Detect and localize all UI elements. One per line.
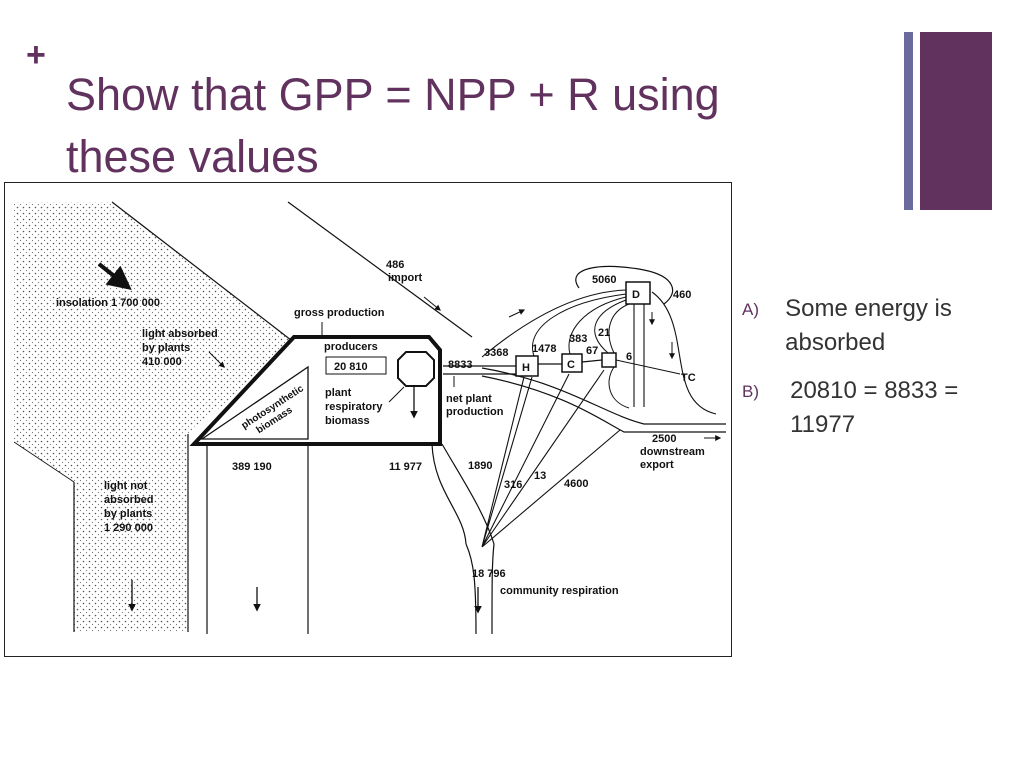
answer-a-letter: A)	[742, 300, 759, 319]
answer-b-letter: B)	[742, 382, 759, 401]
svg-text:community respiration: community respiration	[500, 585, 619, 597]
answers-list: A) Some energy is absorbed B) 20810 = 88…	[742, 292, 1012, 456]
respiratory-octagon	[397, 351, 435, 387]
svg-text:6: 6	[626, 351, 632, 363]
node-c	[561, 353, 583, 373]
svg-text:383: 383	[569, 333, 587, 345]
answer-b-text: 20810 = 8833 = 11977	[790, 377, 959, 438]
plus-mark: +	[26, 36, 46, 74]
svg-text:1478: 1478	[532, 343, 556, 355]
svg-text:producers: producers	[324, 341, 378, 353]
svg-text:1890: 1890	[468, 460, 492, 472]
svg-text:H: H	[522, 362, 530, 374]
answer-a: A) Some energy is absorbed	[742, 292, 1012, 360]
light-band	[14, 202, 300, 632]
svg-text:21: 21	[598, 327, 610, 339]
svg-text:18 796: 18 796	[472, 568, 506, 580]
svg-text:20 810: 20 810	[334, 361, 368, 373]
svg-text:389 190: 389 190	[232, 461, 272, 473]
insolation-label: insolation 1 700 000	[56, 297, 160, 309]
svg-text:316: 316	[504, 479, 522, 491]
diagram-frame	[4, 182, 732, 657]
svg-text:5060: 5060	[592, 274, 616, 286]
svg-text:gross production: gross production	[294, 307, 385, 319]
svg-text:460: 460	[673, 289, 691, 301]
svg-text:11 977: 11 977	[389, 461, 422, 473]
svg-text:8833: 8833	[448, 359, 472, 371]
svg-text:4600: 4600	[564, 478, 588, 490]
node-h	[515, 355, 539, 377]
node-d	[625, 281, 651, 305]
svg-text:TC: TC	[681, 372, 696, 384]
svg-text:13: 13	[534, 470, 546, 482]
answer-b: B) 20810 = 8833 = 11977	[742, 374, 1012, 442]
insolation-arrow	[97, 262, 132, 290]
answer-a-text: Some energy is absorbed	[785, 295, 952, 356]
slide-title: Show that GPP = NPP + R using these valu…	[66, 69, 720, 182]
svg-text:D: D	[632, 289, 640, 301]
svg-text:67: 67	[586, 345, 598, 357]
decor-bar-thin	[904, 32, 913, 210]
svg-text:C: C	[567, 359, 575, 371]
loop-5060	[575, 265, 674, 305]
decor-bar-thick	[920, 32, 992, 210]
